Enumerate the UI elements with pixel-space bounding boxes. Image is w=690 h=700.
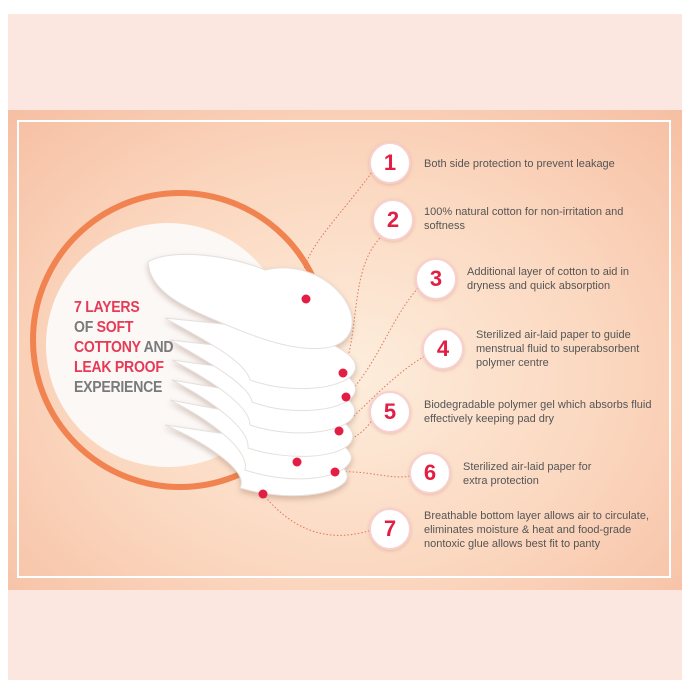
layer-description-1: Both side protection to prevent leakage	[424, 158, 615, 170]
layer-number-4: 4	[422, 328, 464, 370]
layer-number-3: 3	[415, 258, 457, 300]
marker-dot-3	[341, 392, 351, 402]
layer-description-5: Biodegradable polymer gel which absorbs …	[424, 399, 652, 425]
layer-description-6: Sterilized air-laid paper for extra prot…	[463, 461, 592, 487]
headline-cottony: COTTONY	[74, 339, 141, 356]
top-band	[8, 14, 682, 110]
marker-dot-7	[258, 489, 268, 499]
marker-dot-1	[301, 294, 311, 304]
bottom-band	[8, 590, 682, 680]
headline-soft: SOFT	[96, 319, 134, 336]
layer-description-7: Breathable bottom layer allows air to ci…	[424, 510, 649, 550]
headline-of: OF	[74, 319, 97, 336]
headline-line-3: COTTONY AND	[74, 338, 174, 358]
headline: 7 LAYERS OF SOFT COTTONY AND LEAK PROOF …	[74, 298, 174, 398]
marker-dot-6	[330, 467, 340, 477]
marker-dot-5	[292, 457, 302, 467]
layer-number-6: 6	[409, 452, 451, 494]
layer-number-1: 1	[369, 142, 411, 184]
headline-line-5: EXPERIENCE	[74, 379, 163, 396]
pad-layers	[147, 253, 356, 497]
marker-dot-2	[338, 368, 348, 378]
headline-line-1: 7 LAYERS	[74, 299, 140, 316]
marker-dot-4	[334, 426, 344, 436]
dotted-connectors	[262, 171, 426, 536]
layer-description-2: 100% natural cotton for non-irritation a…	[424, 206, 624, 232]
headline-line-2: OF SOFT	[74, 318, 173, 338]
layer-description-3: Additional layer of cotton to aid in dry…	[467, 266, 630, 292]
headline-and: AND	[140, 339, 174, 356]
headline-line-4: LEAK PROOF	[74, 359, 164, 376]
layer-number-2: 2	[372, 199, 414, 241]
layer-description-4: Sterilized air-laid paper to guide menst…	[476, 329, 640, 369]
panel-frame	[17, 120, 671, 578]
layer-number-5: 5	[369, 391, 411, 433]
layer-number-7: 7	[369, 508, 411, 550]
layer-markers	[258, 294, 351, 499]
